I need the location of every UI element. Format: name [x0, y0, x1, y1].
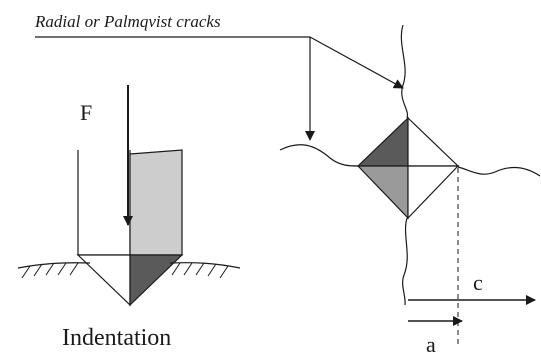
c-label: c [473, 270, 483, 295]
diamond-bottom-left-facet [356, 165, 409, 220]
a-label: a [426, 332, 436, 357]
indentation-caption: Indentation [62, 325, 171, 351]
force-label: F [80, 100, 92, 125]
indenter-shaft-shaded-face [129, 149, 183, 256]
surface-left [17, 262, 91, 269]
vertical-crack [400, 24, 409, 306]
diamond-top-left-facet [356, 116, 409, 167]
diamond-top-right-facet [407, 116, 460, 167]
indenter-shaft-left [77, 150, 131, 256]
surface-right [169, 262, 241, 269]
leader-arrow-vertical-crack [309, 36, 404, 89]
horizontal-crack [279, 144, 541, 177]
diamond-bottom-right-facet [407, 165, 460, 220]
indenter-tip-dark-face [129, 254, 184, 307]
surface-hatching [21, 262, 229, 279]
cracks-label: Radial or Palmqvist cracks [34, 12, 221, 31]
